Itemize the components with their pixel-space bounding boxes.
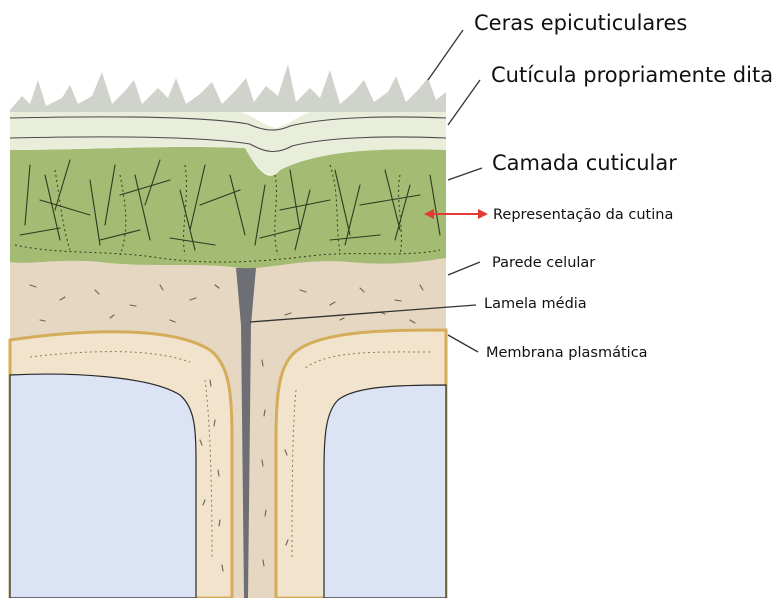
label-camada-cuticular: Camada cuticular	[492, 151, 677, 175]
label-parede-celular: Parede celular	[492, 255, 595, 271]
right-cell-cytoplasm	[324, 385, 446, 598]
label-membrana-plasmatica: Membrana plasmática	[486, 345, 648, 361]
leader-cuticula	[448, 80, 480, 125]
leader-membrana	[448, 335, 478, 352]
label-ceras-epicuticulares: Ceras epicuticulares	[474, 11, 687, 35]
label-representacao-da-cutina: Representação da cutina	[493, 207, 673, 223]
leader-ceras	[428, 30, 463, 80]
epicuticular-wax	[10, 64, 446, 112]
left-cell-cytoplasm	[10, 374, 196, 598]
cuticular-layer	[10, 147, 446, 268]
cutin-arrow	[424, 209, 488, 219]
label-lamela-media: Lamela média	[484, 296, 587, 312]
leader-parede	[448, 262, 480, 275]
label-cuticula-propriamente-dita: Cutícula propriamente dita	[491, 63, 773, 87]
leader-camada	[448, 168, 482, 180]
